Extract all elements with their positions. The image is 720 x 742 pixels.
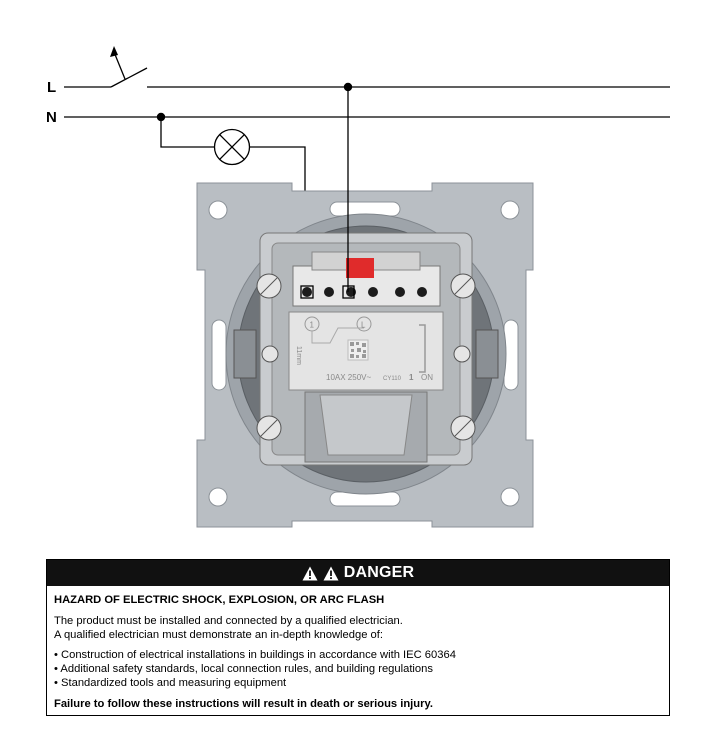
warning-triangle-icon bbox=[302, 566, 318, 580]
terminal-1-marking: 1 bbox=[310, 321, 315, 330]
lamp-wire bbox=[160, 117, 214, 148]
warning-triangle-icon bbox=[323, 566, 339, 580]
position-marking: 1 bbox=[409, 373, 414, 382]
red-indicator bbox=[346, 258, 374, 278]
list-item: Construction of electrical installations… bbox=[54, 648, 662, 662]
terminal-l-marking: L bbox=[361, 321, 366, 330]
qr-code bbox=[347, 339, 369, 361]
danger-list: Construction of electrical installations… bbox=[54, 648, 662, 690]
model-marking: CY110 bbox=[383, 376, 402, 382]
danger-header: DANGER bbox=[47, 560, 669, 586]
danger-notice: DANGER HAZARD OF ELECTRIC SHOCK, EXPLOSI… bbox=[46, 559, 670, 716]
wiring-diagram: L N bbox=[46, 46, 670, 528]
strip-length-marking: 11mm bbox=[295, 346, 302, 365]
danger-intro-line: The product must be installed and connec… bbox=[54, 615, 403, 627]
danger-intro-line: A qualified electrician must demonstrate… bbox=[54, 629, 383, 641]
line-label-l: L bbox=[47, 79, 56, 96]
danger-footer: Failure to follow these instructions wil… bbox=[54, 698, 433, 710]
rating-marking: 10AX 250V~ bbox=[326, 373, 371, 382]
danger-title: HAZARD OF ELECTRIC SHOCK, EXPLOSION, OR … bbox=[54, 594, 385, 606]
list-item: Standardized tools and measuring equipme… bbox=[54, 676, 662, 690]
lamp-symbol bbox=[213, 128, 251, 166]
switch-device: 1 L 11mm 10AX 250V~ CY110 1 ON bbox=[196, 182, 534, 528]
state-marking: ON bbox=[421, 373, 433, 382]
danger-header-label: DANGER bbox=[343, 564, 415, 581]
junction-dot-l bbox=[343, 82, 353, 92]
list-item: Additional safety standards, local conne… bbox=[54, 662, 662, 676]
switch-symbol bbox=[64, 46, 148, 88]
line-label-n: N bbox=[46, 109, 57, 126]
